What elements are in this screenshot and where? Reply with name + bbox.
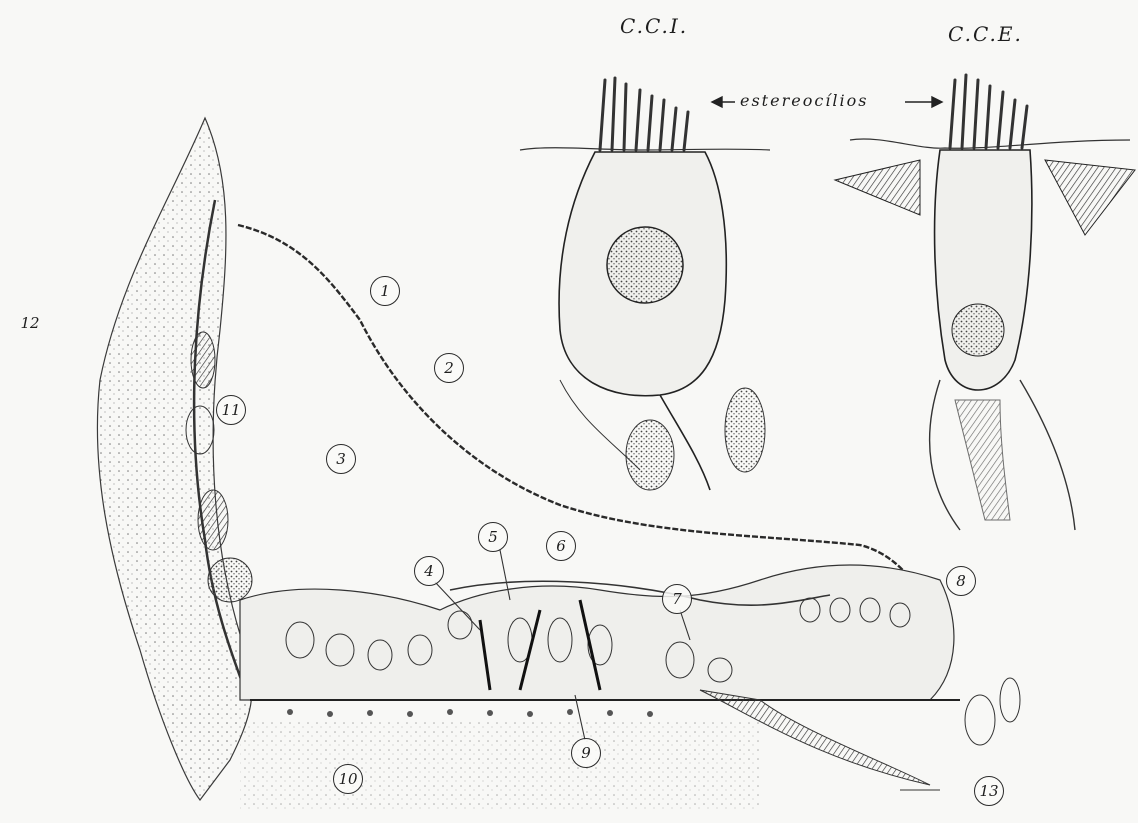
inner-hair-cell [520, 78, 770, 490]
stereocilia-label: estereocílios [740, 91, 868, 110]
heading-outer-hair-cell: C.C.E. [948, 22, 1023, 46]
label-13: 13 [974, 776, 1004, 806]
label-8: 8 [946, 566, 976, 596]
basilar-region [240, 720, 760, 810]
label-9: 9 [571, 738, 601, 768]
label-10: 10 [333, 764, 363, 794]
label-11: 11 [216, 395, 246, 425]
label-4: 4 [414, 556, 444, 586]
label-6: 6 [546, 531, 576, 561]
spiral-ligament [97, 118, 252, 800]
label-12: 12 [16, 309, 44, 337]
label-7: 7 [662, 584, 692, 614]
label-2: 2 [434, 353, 464, 383]
label-3: 3 [326, 444, 356, 474]
heading-inner-hair-cell: C.C.I. [620, 14, 688, 38]
outer-cells-cluster [965, 678, 1020, 745]
outer-hair-cell [835, 75, 1135, 530]
label-5: 5 [478, 522, 508, 552]
organ-of-corti [240, 565, 960, 717]
label-1: 1 [370, 276, 400, 306]
